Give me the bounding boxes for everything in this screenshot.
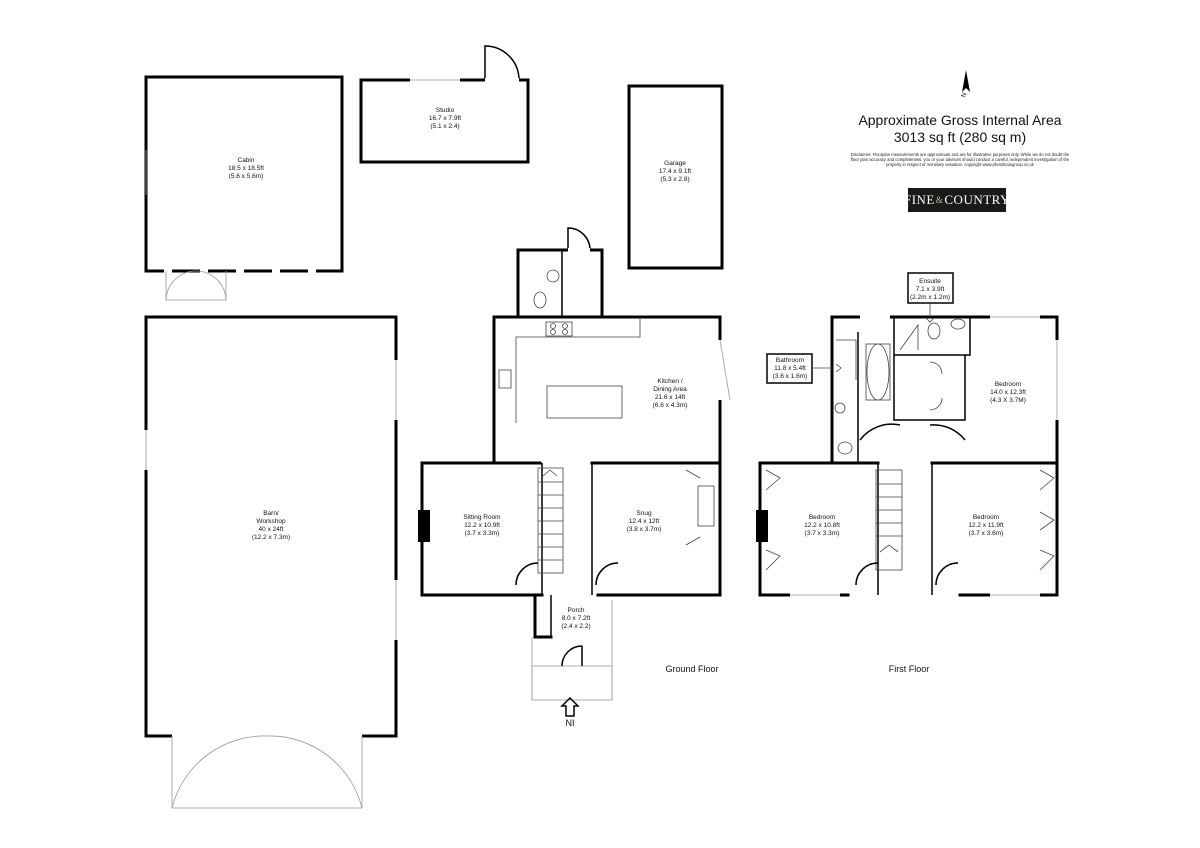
barn-size-metric: (12.2 x 7.3m) (252, 534, 290, 541)
logo-ampersand: & (935, 195, 944, 205)
ground-floor-plan (418, 227, 731, 717)
entrance-label: NI (566, 718, 575, 728)
area-header: Approximate Gross Internal Area 3013 sq … (850, 112, 1070, 167)
sitting-room-size-metric: (3.7 x 3.3m) (465, 530, 500, 537)
area-value: 3013 sq ft (280 sq m) (893, 129, 1027, 145)
sitting-room-name: Sitting Room (463, 514, 500, 521)
porch-size-metric: (2.4 x 2.2) (561, 623, 590, 630)
bedroom-2-size-metric: (3.7 x 3.3m) (805, 530, 840, 537)
studio-name: Studio (436, 107, 455, 114)
studio-size-imperial: 16.7 x 7.9ft (429, 115, 461, 122)
porch-size-imperial: 8.0 x 7.2ft (562, 615, 591, 622)
garage-size-imperial: 17.4 x 9.1ft (659, 168, 691, 175)
kitchen-name-2: Dining Area (653, 386, 687, 393)
kitchen-name: Kitchen / (657, 378, 682, 385)
first-floor-plan (756, 272, 1059, 597)
bathroom-size-imperial: 11.8 x 5.4ft (774, 365, 806, 372)
first-floor-label: First Floor (889, 664, 930, 674)
snug-size-imperial: 12.4 x 12ft (629, 518, 660, 525)
bedroom-3-name: Bedroom (973, 514, 999, 521)
bedroom-1-size-metric: (4.3 X 3.7M) (990, 397, 1026, 404)
bedroom-1-name: Bedroom (995, 381, 1021, 388)
disclaimer-text: Disclaimer: Floorplan measurements are a… (850, 152, 1070, 167)
compass-label: N (960, 91, 968, 98)
garage-size-metric: (5.3 x 2.8) (660, 176, 689, 183)
bathroom-size-metric: (3.6 x 1.6m) (773, 373, 808, 380)
ground-floor-label: Ground Floor (665, 664, 718, 674)
ensuite-size-imperial: 7.1 x 3.9ft (916, 286, 945, 293)
bedroom-3-size-metric: (3.7 x 3.6m) (969, 530, 1004, 537)
studio-plan (359, 45, 530, 164)
bathroom-name: Bathroom (776, 357, 804, 364)
kitchen-size-imperial: 21.6 x 14ft (655, 394, 686, 401)
snug-name: Snug (636, 510, 652, 517)
cabin-plan (144, 75, 344, 301)
bedroom-2-name: Bedroom (809, 514, 835, 521)
sitting-room-size-imperial: 12.2 x 10.9ft (464, 522, 500, 529)
cabin-name: Cabin (238, 157, 255, 164)
ensuite-size-metric: (2.2m x 1.2m) (910, 294, 950, 301)
barn-plan (144, 315, 398, 809)
barn-size-imperial: 40 x 24ft (259, 526, 284, 533)
garage-plan (627, 84, 724, 270)
garage-name: Garage (664, 160, 686, 167)
area-title: Approximate Gross Internal Area (858, 112, 1062, 128)
barn-name-2: Workshop (256, 518, 286, 525)
bedroom-2-size-imperial: 12.2 x 10.8ft (804, 522, 840, 529)
kitchen-size-metric: (6.6 x 4.3m) (653, 402, 688, 409)
bedroom-3-size-imperial: 12.2 x 11.9ft (968, 522, 1003, 529)
barn-name: Barn/ (263, 510, 279, 517)
ensuite-name: Ensuite (919, 278, 941, 285)
cabin-size-metric: (5.6 x 5.6m) (229, 173, 264, 180)
snug-size-metric: (3.8 x 3.7m) (627, 526, 662, 533)
bedroom-1-size-imperial: 14.0 x 12.3ft (990, 389, 1026, 396)
logo-text-right: COUNTRY (944, 192, 1011, 207)
porch-name: Porch (568, 607, 585, 614)
logo-text-left: FINE (903, 192, 935, 207)
cabin-size-imperial: 18.5 x 18.5ft (228, 165, 264, 172)
north-arrow-icon (962, 70, 970, 92)
brand-logo: FINE & COUNTRY (904, 188, 1010, 212)
studio-size-metric: (5.1 x 2.4) (430, 123, 459, 130)
